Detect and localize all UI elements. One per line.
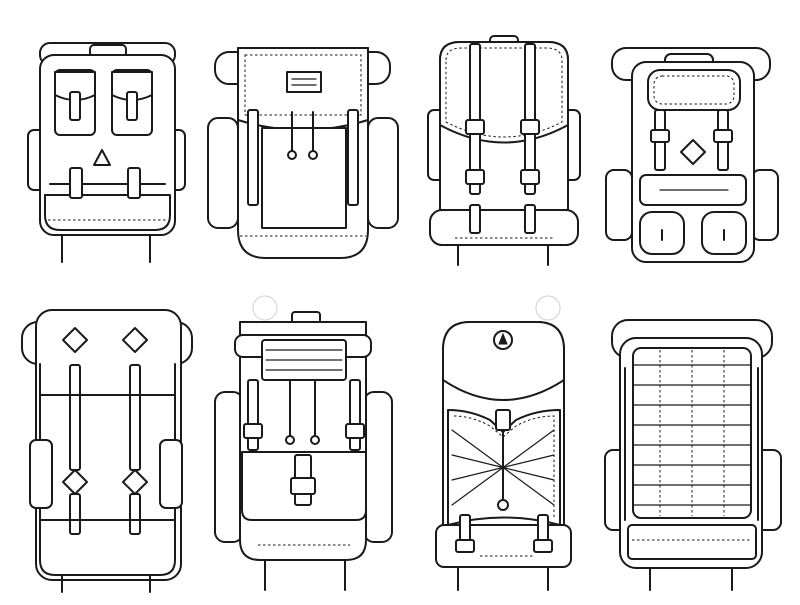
backpack-8-icon <box>604 319 782 591</box>
backpack-7-icon <box>435 321 572 591</box>
watermark <box>252 295 561 321</box>
backpack-1-icon <box>27 42 186 263</box>
backpack-5-icon <box>21 309 193 593</box>
backpack-4-icon <box>605 47 779 263</box>
backpack-6-icon <box>214 311 393 591</box>
backpack-3-icon <box>427 35 581 266</box>
backpack-2-icon <box>207 47 399 259</box>
